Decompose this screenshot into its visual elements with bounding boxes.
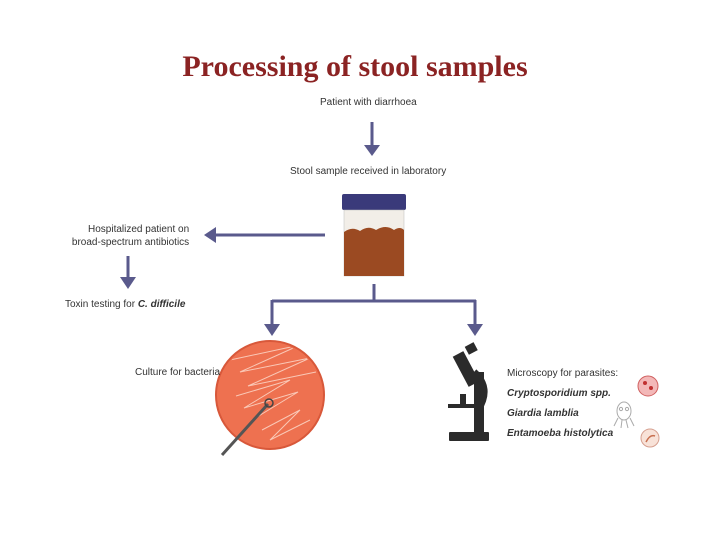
node-hospitalized-line2: broad-spectrum antibiotics <box>71 237 190 248</box>
node-patient: Patient with diarrhoea <box>320 97 417 108</box>
node-culture: Culture for bacteria <box>135 367 221 378</box>
microscope-icon <box>448 342 489 441</box>
arrow-hospitalized-to-toxin <box>120 256 136 289</box>
arrow-branch <box>264 284 483 336</box>
entamoeba-icon <box>640 428 660 448</box>
parasite-item: Giardia lamblia <box>507 408 579 419</box>
cryptosporidium-icon <box>637 375 659 397</box>
microscopy-heading: Microscopy for parasites: <box>507 368 619 379</box>
parasite-item: Entamoeba histolytica <box>507 428 614 439</box>
node-sample-received: Stool sample received in laboratory <box>290 166 447 177</box>
node-hospitalized-line1: Hospitalized patient on <box>88 224 190 235</box>
node-hospitalized: Hospitalized patient on broad-spectrum a… <box>72 223 190 249</box>
page-title: Processing of stool samples <box>182 50 528 83</box>
arrow-patient-to-lab <box>364 122 380 156</box>
petri-dish-icon <box>215 340 325 450</box>
arrow-lab-to-hospitalized <box>204 227 325 243</box>
specimen-jar-icon <box>342 194 406 277</box>
toxin-prefix: Toxin testing for <box>65 299 138 310</box>
parasite-item: Cryptosporidium spp. <box>507 388 611 399</box>
toxin-organism: C. difficile <box>137 299 186 310</box>
node-microscopy: Microscopy for parasites: Cryptosporidiu… <box>507 366 618 441</box>
inoculating-loop-icon <box>220 398 274 457</box>
node-toxin-testing: Toxin testing for C. difficile <box>65 298 185 311</box>
giardia-icon <box>613 401 635 429</box>
